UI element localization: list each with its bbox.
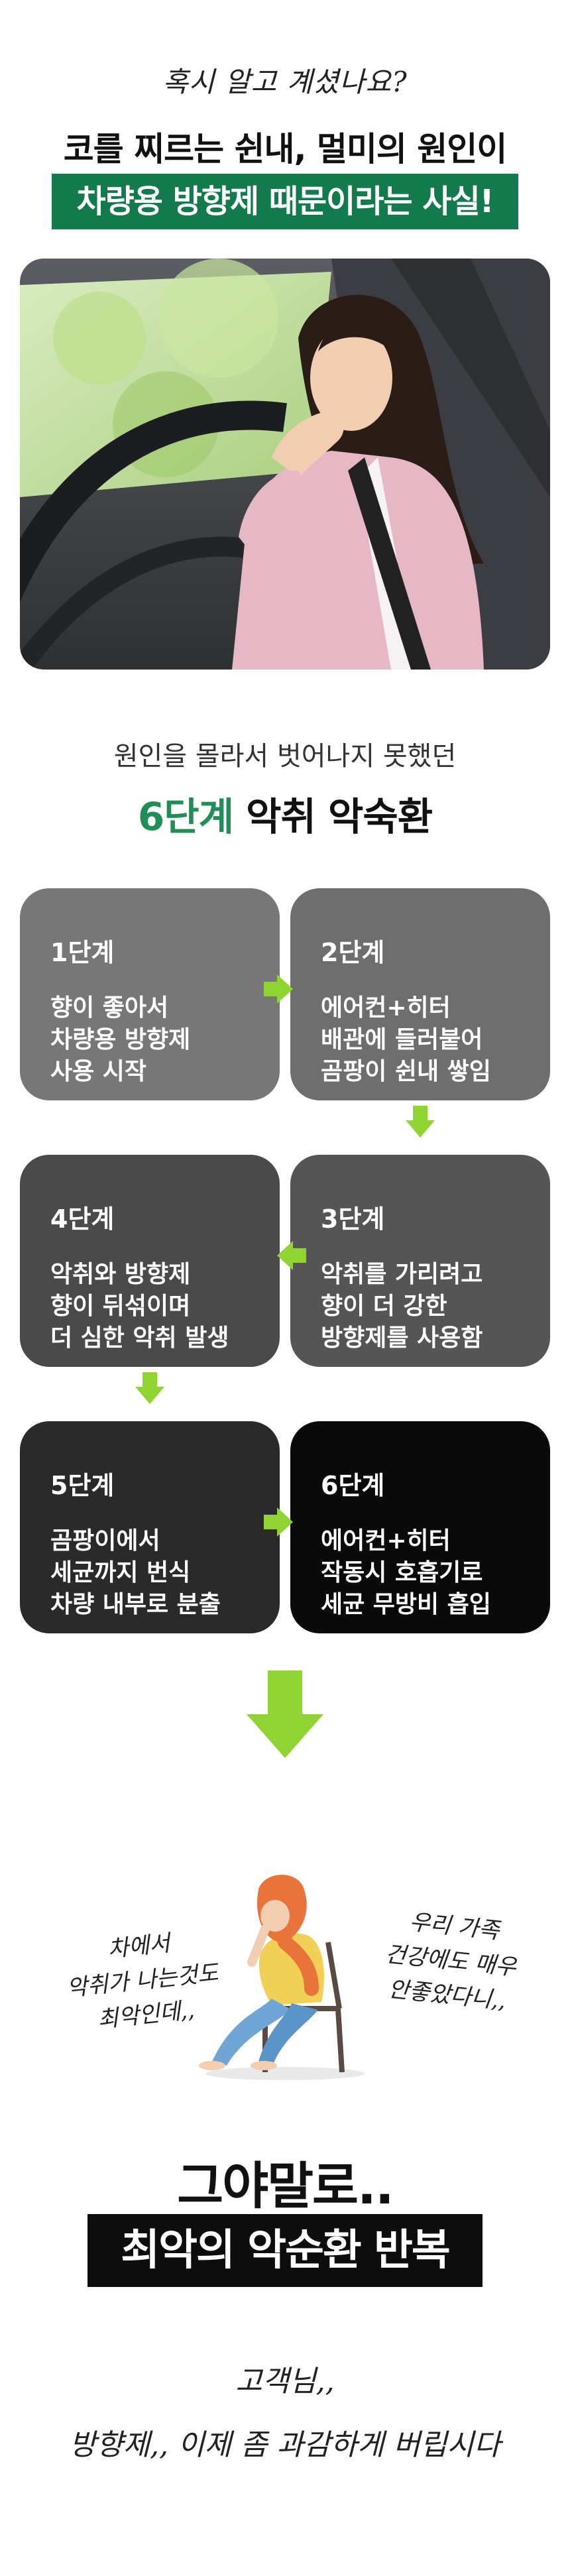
big-arrow-down-icon xyxy=(247,1670,323,1758)
step-text: 차량 내부로 분출 xyxy=(50,1591,221,1618)
arrow-down-icon xyxy=(406,1106,435,1138)
step-text: 향이 뒤섞이며 xyxy=(50,1293,191,1320)
cycle-title-accent: 6단계 xyxy=(137,794,234,839)
step-text: 더 심한 악취 발생 xyxy=(50,1324,229,1352)
step-text: 곰팡이 쉰내 쌓임 xyxy=(321,1058,491,1085)
woman-in-car-image xyxy=(20,259,550,670)
step-label: 2단계 xyxy=(321,938,385,967)
step-text: 향이 더 강한 xyxy=(321,1293,447,1320)
step-text: 차량용 방향제 xyxy=(50,1026,191,1053)
cycle-title-rest: 악취 악숙환 xyxy=(233,794,433,839)
step-label: 1단계 xyxy=(50,938,115,967)
step-card-1: 1단계 향이 좋아서 차량용 방향제 사용 시작 xyxy=(20,888,280,1100)
conclusion-headline: 그야말로.. xyxy=(177,2156,394,2215)
step-card-6: 6단계 에어컨+히터 작동시 호흡기로 세균 무방비 흡입 xyxy=(290,1421,550,1633)
step-text: 사용 시작 xyxy=(50,1058,147,1085)
step-label: 3단계 xyxy=(321,1204,385,1234)
intro-banner: 차량용 방향제 때문이라는 사실! xyxy=(52,174,518,229)
step-card-3: 3단계 악취를 가리려고 향이 더 강한 방향제를 사용함 xyxy=(290,1155,550,1367)
step-label: 4단계 xyxy=(50,1204,115,1234)
step-card-4: 4단계 악취와 방향제 향이 뒤섞이며 더 심한 악취 발생 xyxy=(20,1155,280,1367)
step-card-2: 2단계 에어컨+히터 배관에 들러붙어 곰팡이 쉰내 쌓임 xyxy=(290,888,550,1100)
sad-woman-illustration xyxy=(199,1875,365,2080)
step-text: 에어컨+히터 xyxy=(321,1527,451,1554)
step-card-5: 5단계 곰팡이에서 세균까지 번식 차량 내부로 분출 xyxy=(20,1421,280,1633)
step-label: 6단계 xyxy=(321,1471,385,1500)
step-text: 곰팡이에서 xyxy=(50,1527,160,1554)
step-text: 세균 무방비 흡입 xyxy=(321,1591,491,1618)
thought-left: 차에서 악취가 나는것도 최악인데,, xyxy=(58,1921,227,2040)
arrow-down-icon xyxy=(135,1372,164,1404)
cycle-title: 6단계 악취 악숙환 xyxy=(0,786,570,841)
step-text: 작동시 호흡기로 xyxy=(321,1559,483,1586)
step-text: 에어컨+히터 xyxy=(321,994,451,1022)
car-photo xyxy=(20,259,550,670)
intro-headline: 코를 찌르는 쉰내, 멀미의 원인이 xyxy=(63,130,508,168)
thought-right: 우리 가족 건강에도 매우 안좋았다니,, xyxy=(363,1901,539,2020)
step-text: 향이 좋아서 xyxy=(50,994,169,1022)
closing-greeting: 고객님,, xyxy=(235,2365,335,2398)
intro-question: 혹시 알고 계셨나요? xyxy=(162,66,408,98)
conclusion-banner: 최악의 악순환 반복 xyxy=(87,2214,483,2287)
step-label: 5단계 xyxy=(50,1471,115,1500)
closing-message: 방향제,, 이제 좀 과감하게 버립시다 xyxy=(69,2428,501,2462)
step-text: 악취를 가리려고 xyxy=(321,1261,483,1288)
cycle-subtitle: 원인을 몰라서 벗어나지 못했던 xyxy=(113,741,457,772)
step-text: 배관에 들러붙어 xyxy=(321,1026,483,1053)
step-text: 악취와 방향제 xyxy=(50,1261,191,1288)
step-text: 세균까지 번식 xyxy=(50,1559,191,1586)
step-text: 방향제를 사용함 xyxy=(321,1324,483,1352)
